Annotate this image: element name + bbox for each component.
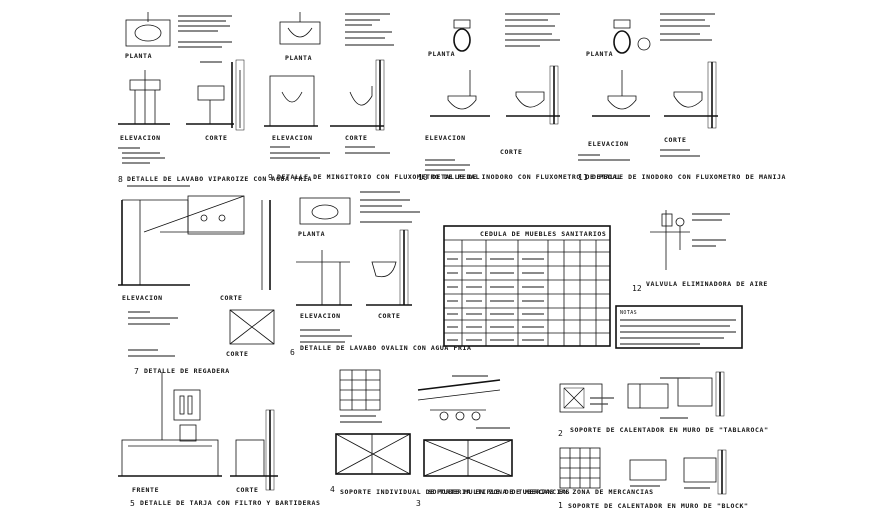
detail-9-mingitorio: PLANTA ELEVACION CORTE 9 DETALLE DE MING…: [264, 12, 480, 182]
detail-12-valvula: 12 VALVULA ELIMINADORA DE AIRE NOTAS: [615, 210, 768, 349]
notes-box: [615, 305, 743, 349]
corte-label: CORTE: [500, 148, 523, 156]
detail-6-number: 6: [290, 348, 295, 357]
detail-6-title: DETALLE DE LAVABO OVALIN CON AGUA FRIA: [300, 344, 472, 352]
detail-5-title: DETALLE DE TARJA CON FILTRO Y BARTIDERAS: [140, 499, 321, 507]
detail-9-number: 9: [268, 173, 273, 182]
elevacion-label: ELEVACION: [120, 134, 161, 142]
detail-4-soporte-individual: 4 SOPORTE INDIVIDUAL DE TUBERIA EN ZONA …: [330, 369, 570, 496]
table-title: CEDULA DE MUEBLES SANITARIOS: [480, 230, 606, 238]
detail-7-number: 7: [134, 367, 139, 376]
detail-1-title: SOPORTE DE CALENTADOR EN MURO DE "BLOCK": [568, 502, 749, 510]
detail-5-tarja: FRENTE CORTE 5 DETALLE DE TARJA CON FILT…: [118, 372, 321, 508]
detail-10-number: 10: [418, 173, 428, 182]
elevacion-label: ELEVACION: [122, 294, 163, 302]
detail-2-number: 2: [558, 429, 563, 438]
detail-7-regadera: ELEVACION CORTE CORTE 7 DETALLE DE REGAD…: [118, 195, 275, 376]
cedula-muebles-table: CEDULA DE MUEBLES SANITARIOS: [443, 225, 611, 347]
detail-2-title: SOPORTE DE CALENTADOR EN MURO DE "TABLAR…: [570, 426, 769, 434]
corte-label: CORTE: [664, 136, 687, 144]
corte-label: CORTE: [220, 294, 243, 302]
detail-3-soporte-multiple: 3 SOPORTE MULTIPLE DE TUBERIAS EN ZONA D…: [416, 375, 654, 508]
detail-11-number: 11: [578, 173, 588, 182]
elevacion-label: ELEVACION: [588, 140, 629, 148]
detail-10-title: DETALLE DE INODORO CON FLUXOMETRO DE PED…: [432, 173, 622, 181]
planta-label: PLANTA: [298, 230, 325, 238]
detail-8-title: DETALLE DE LAVABO VIPAROIZE CON AGUA FRI…: [127, 175, 312, 183]
detail-12-number: 12: [632, 284, 642, 293]
detail-1-soporte-block: 1 SOPORTE DE CALENTADOR EN MURO DE "BLOC…: [558, 447, 749, 510]
detail-5-number: 5: [130, 499, 135, 508]
corte-label: CORTE: [378, 312, 401, 320]
planta-label: PLANTA: [428, 50, 455, 58]
detail-2-soporte-tablaroca: 2 SOPORTE DE CALENTADOR EN MURO DE "TABL…: [558, 371, 769, 438]
detail-1-number: 1: [558, 501, 563, 510]
planta-label: PLANTA: [586, 50, 613, 58]
planta-label: PLANTA: [285, 54, 312, 62]
detail-8-number: 8: [118, 175, 123, 184]
detail-11-inodoro-manija: PLANTA ELEVACION CORTE 11 DETALLE DE INO…: [578, 13, 786, 182]
detail-8-lavabo: PLANTA ELEVACION CORTE 8 DETALLE DE LAVA…: [118, 12, 312, 187]
detail-7-title: DETALLE DE REGADERA: [144, 367, 230, 375]
detail-3-title: SOPORTE MULTIPLE DE TUBERIAS EN ZONA DE …: [428, 488, 654, 496]
elevacion-label: ELEVACION: [425, 134, 466, 142]
corte-label: CORTE: [345, 134, 368, 142]
elevacion-label: ELEVACION: [272, 134, 313, 142]
detail-4-number: 4: [330, 485, 335, 494]
planta-label: PLANTA: [125, 52, 152, 60]
frente-label: FRENTE: [132, 486, 159, 494]
detail-12-title: VALVULA ELIMINADORA DE AIRE: [646, 280, 768, 288]
detail-10-inodoro-pedal: PLANTA ELEVACION CORTE 10 DETALLE DE INO…: [418, 13, 622, 182]
corte-label: CORTE: [236, 486, 259, 494]
elevacion-label: ELEVACION: [300, 312, 341, 320]
notes-title: NOTAS: [620, 310, 637, 316]
corte-label: CORTE: [205, 134, 228, 142]
detail-4-title: SOPORTE INDIVIDUAL DE TUBERIA EN ZONA DE…: [340, 488, 570, 496]
detail-11-title: DETALLE DE INODORO CON FLUXOMETRO DE MAN…: [592, 173, 786, 181]
detail-6-lavabo-ovalin: PLANTA ELEVACION CORTE 6 DETALLE DE LAVA…: [290, 191, 472, 357]
detail-3-number: 3: [416, 499, 421, 508]
detail-9-title: DETALLE DE MINGITORIO CON FLUXOMETRO DE …: [277, 173, 480, 181]
corte-label: CORTE: [226, 350, 249, 358]
